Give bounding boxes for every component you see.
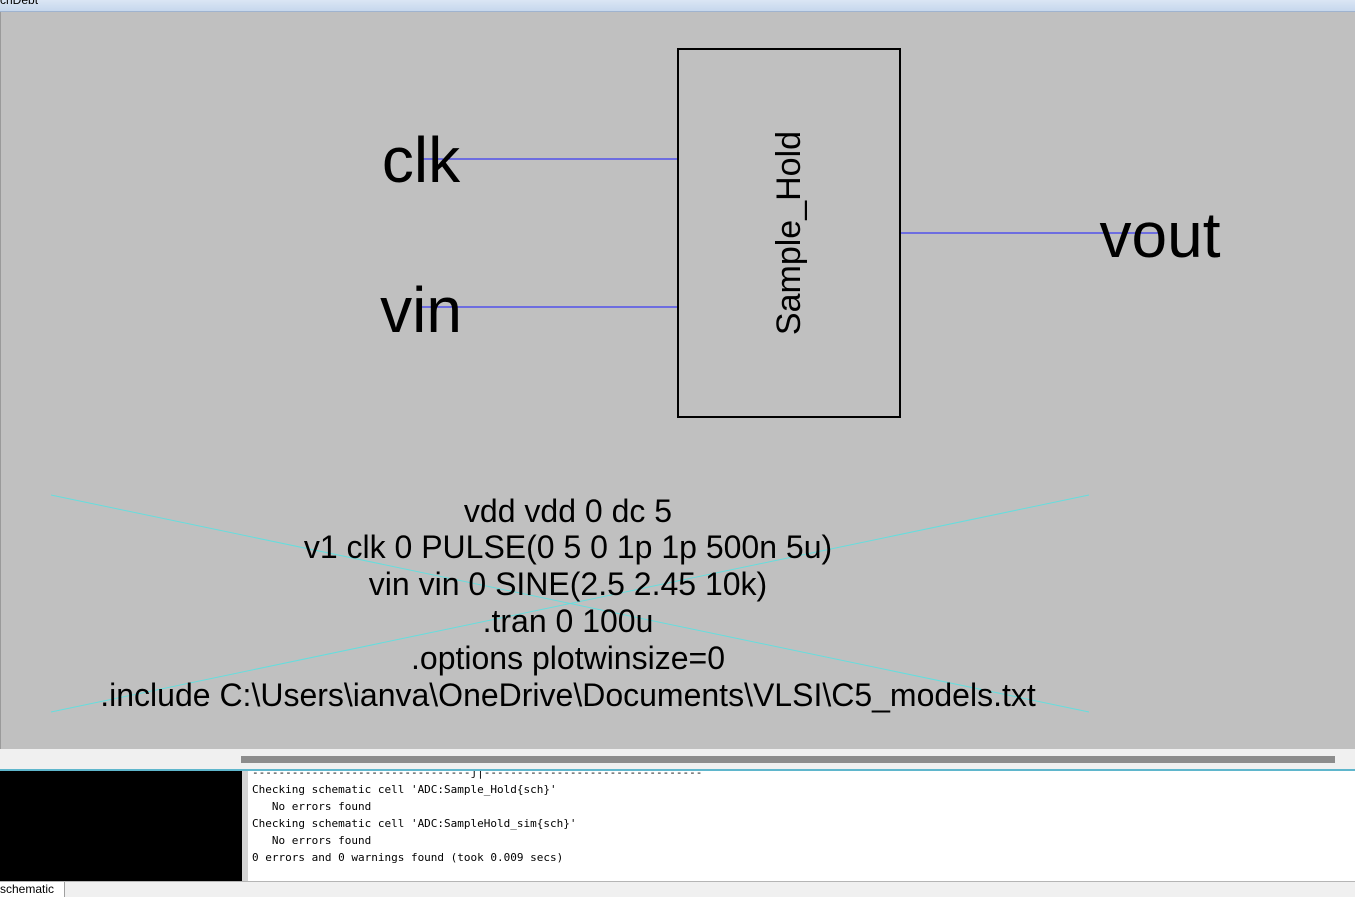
explorer-pane[interactable] xyxy=(0,771,242,881)
message-line: ---------------------------------j|-----… xyxy=(252,771,703,779)
spice-line-1: vdd vdd 0 dc 5 xyxy=(464,493,672,529)
message-line: Checking schematic cell 'ADC:SampleHold_… xyxy=(252,817,577,830)
horizontal-scrollbar-thumb[interactable] xyxy=(241,756,1335,763)
spice-directive-block[interactable]: vdd vdd 0 dc 5 v1 clk 0 PULSE(0 5 0 1p 1… xyxy=(50,493,1090,713)
tab-bar: schematic xyxy=(0,881,1355,897)
vin-label[interactable]: vin xyxy=(380,274,462,346)
block-label: Sample_Hold xyxy=(770,131,808,335)
spice-line-3: vin vin 0 SINE(2.5 2.45 10k) xyxy=(369,566,767,602)
message-line: 0 errors and 0 warnings found (took 0.00… xyxy=(252,851,564,864)
tab-schematic[interactable]: schematic xyxy=(0,882,66,897)
pane-divider[interactable] xyxy=(0,769,1355,771)
schematic-canvas[interactable]: Sample_Hold clk vin vout vdd vdd 0 dc 5 … xyxy=(0,12,1355,749)
messages-pane[interactable]: ---------------------------------j|-----… xyxy=(242,771,1355,881)
spice-line-5: .options plotwinsize=0 xyxy=(411,640,725,676)
spice-line-4: .tran 0 100u xyxy=(483,603,654,639)
sample-hold-block[interactable] xyxy=(677,48,901,418)
spice-line-6: .include C:\Users\ianva\OneDrive\Documen… xyxy=(100,677,1036,713)
message-line: No errors found xyxy=(252,834,372,847)
message-line: Checking schematic cell 'ADC:Sample_Hold… xyxy=(252,783,557,796)
vout-label[interactable]: vout xyxy=(1100,199,1221,271)
window-titlebar: chDebt xyxy=(0,0,1355,12)
clk-label[interactable]: clk xyxy=(382,124,461,196)
message-line: No errors found xyxy=(252,800,372,813)
window-title: chDebt xyxy=(0,0,39,7)
cross-line-2 xyxy=(50,494,1090,713)
spice-line-2: v1 clk 0 PULSE(0 5 0 1p 1p 500n 5u) xyxy=(304,529,832,565)
